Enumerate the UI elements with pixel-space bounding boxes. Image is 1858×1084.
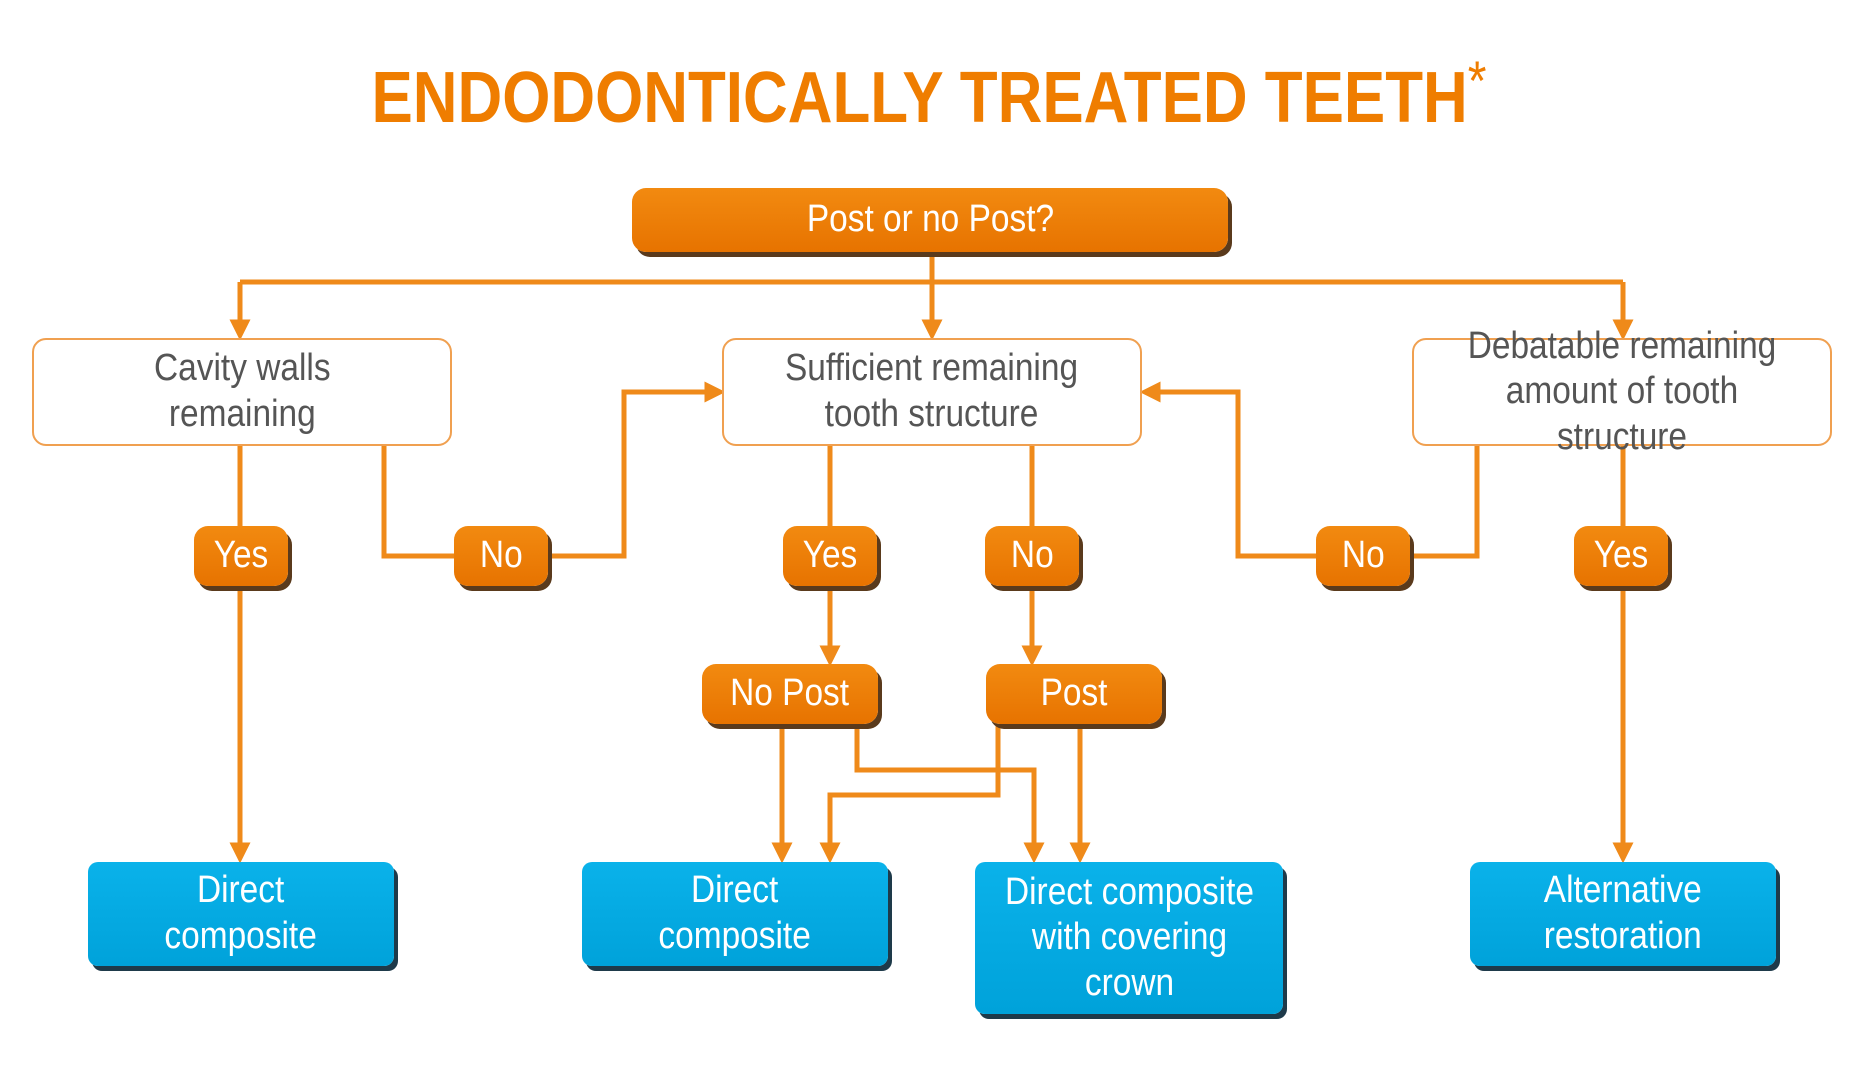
yes-right-label: Yes (1593, 534, 1649, 577)
direct-composite-mid-node: Direct composite (582, 862, 888, 966)
sufficient-structure-node: Sufficient remaining tooth structure (722, 338, 1142, 446)
post-node: Post (986, 664, 1162, 724)
title-asterisk: * (1467, 49, 1487, 112)
page-title: ENDODONTICALLY TREATED TEETH* (371, 49, 1487, 138)
direct-composite-left-node: Direct composite (88, 862, 394, 966)
direct-composite-crown-label: Direct composite with covering crown (1004, 870, 1254, 1004)
debatable-structure-node: Debatable remaining amount of tooth stru… (1412, 325, 1832, 458)
no-left-label: No (479, 534, 523, 577)
no-mid-label: No (1010, 534, 1054, 577)
cavity-walls-label: Cavity walls remaining (153, 347, 331, 435)
debatable-structure-label: Debatable remaining amount of tooth stru… (1467, 324, 1777, 458)
no-right-node: No (1316, 526, 1410, 586)
post-label: Post (1040, 672, 1108, 715)
direct-composite-left-label: Direct composite (164, 869, 318, 957)
direct-composite-mid-label: Direct composite (658, 869, 812, 957)
no-right-label: No (1341, 534, 1385, 577)
no-post-label: No Post (730, 672, 850, 715)
connector-post-direct (819, 724, 1001, 864)
cavity-walls-node: Cavity walls remaining (32, 338, 452, 446)
no-mid-node: No (985, 526, 1079, 586)
sufficient-structure-label: Sufficient remaining tooth structure (785, 347, 1079, 435)
no-left-node: No (454, 526, 548, 586)
root-question-node: Post or no Post? (632, 188, 1228, 252)
yes-left-node: Yes (194, 526, 288, 586)
alternative-restoration-label: Alternative restoration (1543, 869, 1702, 957)
yes-left-label: Yes (213, 534, 269, 577)
alternative-restoration-node: Alternative restoration (1470, 862, 1776, 966)
yes-right-node: Yes (1574, 526, 1668, 586)
root-question-label: Post or no Post? (806, 198, 1054, 241)
connector-debatable-no (1410, 446, 1480, 559)
connector-no-to-sufficient (545, 381, 726, 559)
direct-composite-crown-node: Direct composite with covering crown (975, 862, 1283, 1014)
yes-mid-label: Yes (802, 534, 858, 577)
yes-mid-node: Yes (783, 526, 877, 586)
connector-nopost-crown (854, 724, 1045, 864)
connector-no-to-sufficient-right (1139, 381, 1318, 559)
connector-cavity-no (381, 446, 454, 559)
no-post-node: No Post (702, 664, 878, 724)
